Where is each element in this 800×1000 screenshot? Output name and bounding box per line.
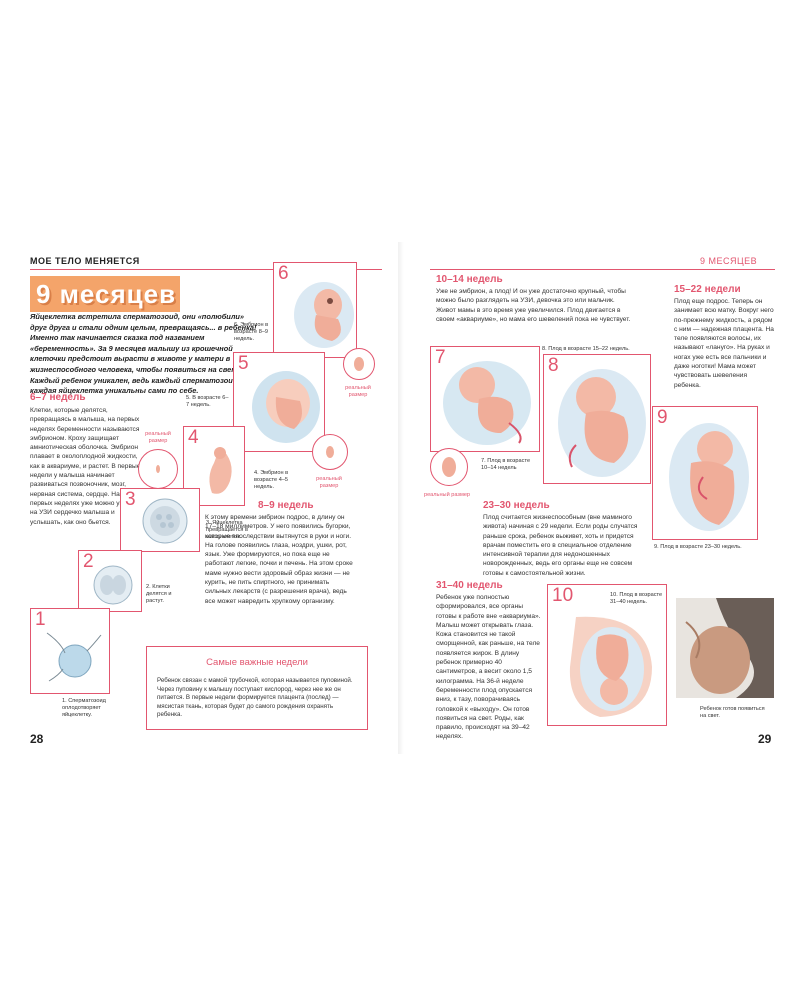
figure-1-caption: 1. Сперматозоид оплодотворяет яйцеклетку… — [62, 698, 106, 719]
text-8-9-weeks: К этому времени эмбрион подрос, в длину … — [205, 514, 353, 605]
pregnant-belly-photo — [676, 598, 774, 698]
figure-8-frame: 8 — [543, 354, 651, 484]
figure-4-number: 4 — [188, 427, 199, 448]
figure-1-frame: 1 — [30, 608, 110, 694]
tiny-fetus-icon — [442, 457, 456, 477]
figure-2-number: 2 — [83, 551, 94, 572]
heading-15-22-weeks: 15–22 недели — [674, 284, 741, 295]
figure-7-frame: 7 — [430, 346, 540, 452]
text-23-30-weeks: Плод считается жизнеспособным (вне мамин… — [483, 514, 638, 577]
figure-10-frame: 10 — [547, 584, 667, 726]
text-15-22-weeks: Плод еще подрос. Теперь он занимает всю … — [674, 298, 774, 389]
figure-6-frame: 6 — [273, 262, 357, 358]
header-rule-right — [430, 269, 775, 270]
figure-8-caption: 8. Плод в возрасте 15–22 недель. — [542, 346, 630, 352]
real-size-label-7: реальный размер — [423, 492, 471, 498]
real-size-label-6: реальный размер — [345, 385, 371, 398]
figure-5-caption: 5. В возрасте 6–7 недель. — [186, 395, 229, 409]
heading-31-40-weeks: 31–40 недель — [436, 580, 503, 591]
embryo-8-9-weeks-illustration — [294, 282, 354, 348]
important-weeks-title: Самые важные недели — [206, 657, 308, 668]
fertilization-illustration — [46, 632, 102, 682]
tiny-embryo-icon-2 — [326, 446, 334, 458]
figure-1-number: 1 — [35, 609, 46, 630]
figure-8-number: 8 — [548, 355, 559, 376]
real-size-circle-6 — [343, 348, 375, 380]
real-size-label-3: реальный размер — [145, 431, 171, 444]
real-size-circle-3 — [138, 449, 178, 489]
figure-7-number: 7 — [435, 347, 446, 368]
figure-10-number: 10 — [552, 585, 574, 606]
real-size-circle-7 — [430, 448, 468, 486]
page-title: 9 месяцев — [30, 276, 180, 312]
real-size-circle-4 — [312, 434, 348, 470]
intro-text: Яйцеклетка встретила сперматозоид, они «… — [30, 312, 257, 396]
fetus-23-30-weeks-illustration — [669, 423, 749, 531]
fetus-31-40-weeks-illustration — [569, 616, 652, 717]
figure-3-caption: 3. Яйцеклетка превращается в массу клето… — [206, 520, 248, 541]
text-10-14-weeks: Уже не эмбрион, а плод! И он уже достато… — [436, 288, 631, 323]
book-spread: МОЕ ТЕЛО МЕНЯЕТСЯ 9 МЕСЯЦЕВ 9 месяцев Яй… — [0, 242, 800, 754]
header-rule-left — [30, 269, 382, 270]
section-header-left: МОЕ ТЕЛО МЕНЯЕТСЯ — [30, 256, 140, 266]
important-weeks-text: Ребенок связан с мамой трубочкой, котора… — [157, 677, 353, 719]
figure-2-caption: 2. Клетки делятся и растут. — [146, 584, 172, 605]
tiny-embryo-icon — [354, 357, 364, 371]
pregnant-belly-icon — [676, 598, 774, 698]
fetus-10-14-weeks-illustration — [443, 361, 531, 445]
cell-mass-illustration — [142, 498, 188, 544]
section-header-right: 9 МЕСЯЦЕВ — [700, 256, 758, 266]
figure-9-frame: 9 — [652, 406, 758, 540]
figure-3-frame: 3 — [120, 488, 200, 552]
figure-3-number: 3 — [125, 489, 136, 510]
text-31-40-weeks: Ребенок уже полностью сформировался, все… — [436, 594, 541, 741]
figure-5-frame: 5 — [233, 352, 325, 452]
important-weeks-box: Самые важные недели Ребенок связан с мам… — [146, 646, 368, 730]
real-size-label-4: реальный размер — [316, 476, 342, 489]
page-gutter — [398, 242, 404, 754]
heading-10-14-weeks: 10–14 недель — [436, 274, 503, 285]
photo-caption: Ребенок готов появиться на свет. — [700, 706, 765, 720]
heading-6-7-weeks: 6–7 недель — [30, 392, 86, 403]
dividing-cells-illustration — [93, 565, 133, 605]
embryo-6-7-weeks-illustration — [252, 371, 320, 443]
heading-23-30-weeks: 23–30 недель — [483, 500, 550, 511]
figure-2-frame: 2 — [78, 550, 142, 612]
text-6-7-weeks: Клетки, которые делятся, превращаясь в м… — [30, 407, 142, 526]
figure-6-number: 6 — [278, 263, 289, 284]
figure-9-caption: 9. Плод в возрасте 23–30 недель. — [654, 544, 742, 550]
figure-4-caption: 4. Эмбрион в возрасте 4–5 недель. — [254, 470, 289, 491]
figure-7-caption: 7. Плод в возрасте 10–14 недель — [481, 458, 531, 472]
fetus-15-22-weeks-illustration — [558, 369, 646, 477]
heading-8-9-weeks: 8–9 недель — [258, 500, 314, 511]
figure-10-caption: 10. Плод в возрасте 31–40 недель. — [610, 592, 663, 606]
page-number-right: 29 — [758, 732, 772, 746]
tiny-cell-icon — [156, 465, 160, 473]
figure-5-number: 5 — [238, 353, 249, 374]
figure-9-number: 9 — [657, 407, 668, 428]
embryo-4-5-weeks-illustration — [209, 447, 232, 494]
figure-6-caption: 6. Эмбрион в возрасте 8–9 недель. — [234, 322, 269, 343]
page-number-left: 28 — [30, 732, 44, 746]
